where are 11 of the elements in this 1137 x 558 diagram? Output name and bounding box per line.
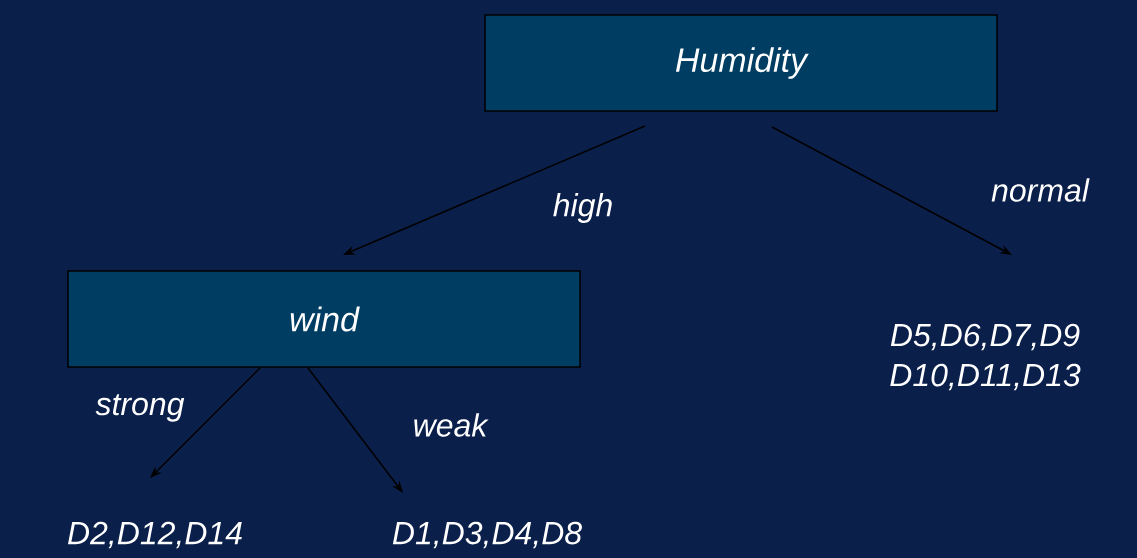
edge-label: normal [989, 176, 1091, 204]
decision-box: wind [67, 270, 581, 368]
edge-label: strong [93, 392, 187, 424]
leaf-text: D5,D6,D7,D9 D10,D11,D13 [890, 323, 1081, 391]
leaf-text: D2,D12,D14 [67, 521, 242, 549]
arrow [307, 367, 403, 493]
arrow [150, 367, 261, 478]
leaf-text: D1,D3,D4,D8 [392, 521, 582, 549]
decision-box: Humidity [484, 14, 998, 112]
edge-label: high [550, 191, 616, 225]
edge-label: weak [410, 411, 490, 439]
